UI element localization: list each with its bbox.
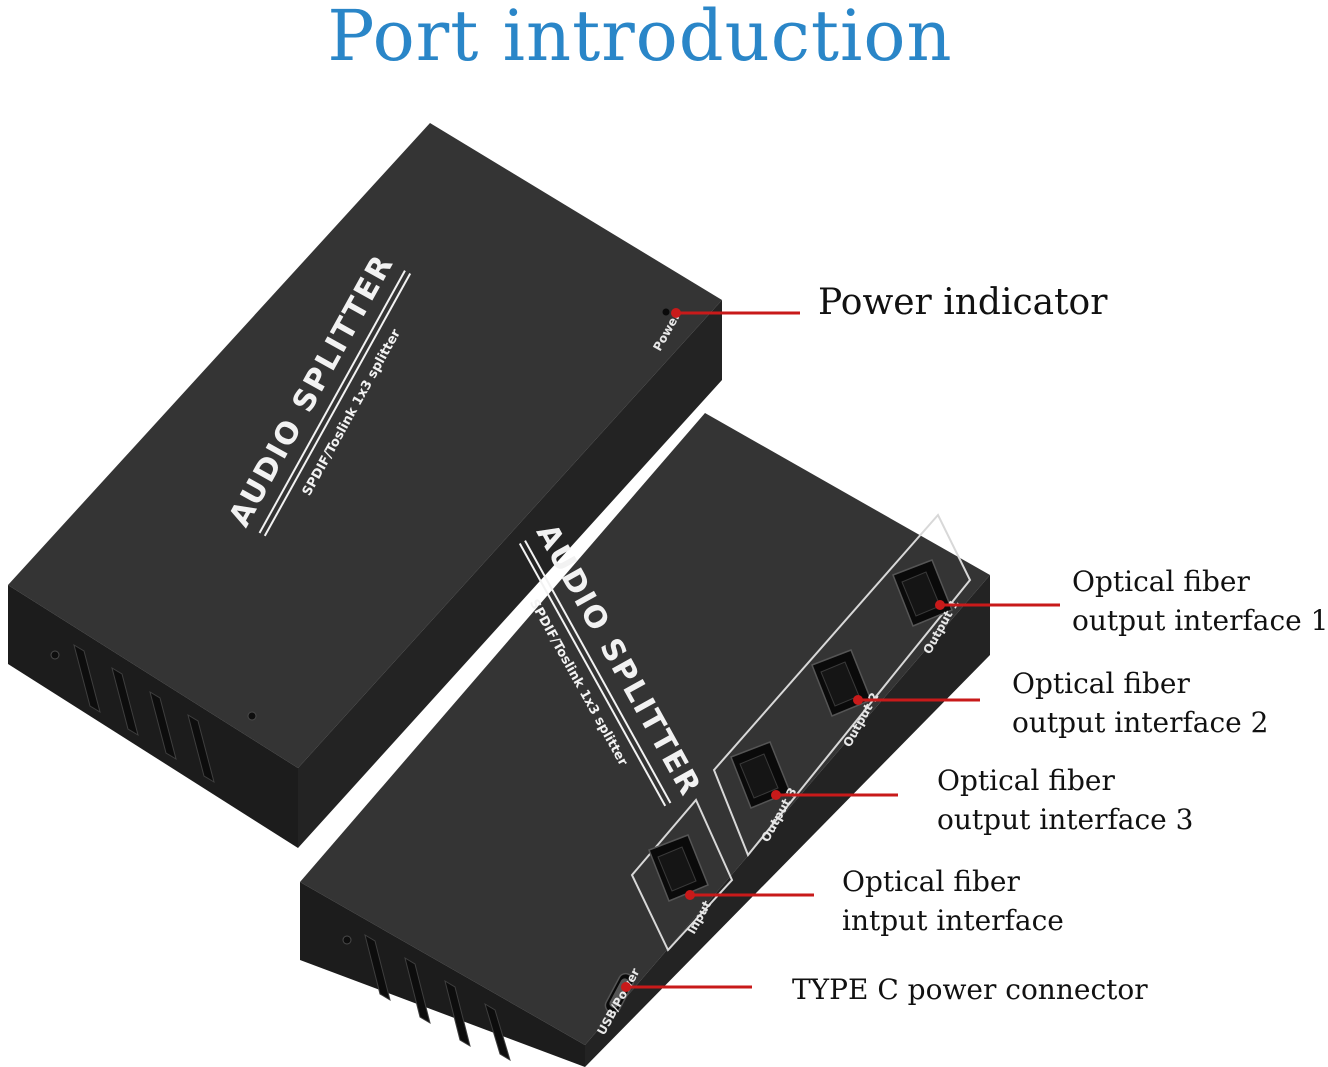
callout-output-1: Optical fiber output interface 1 bbox=[1072, 562, 1328, 640]
callout-output3-line-1: Optical fiber bbox=[937, 764, 1115, 797]
callout-output2-line-2: output interface 2 bbox=[1012, 706, 1269, 739]
bottom-device-screw bbox=[342, 935, 352, 945]
callout-input: Optical fiber intput interface bbox=[842, 862, 1064, 940]
leader-dot-power bbox=[671, 308, 681, 318]
optical-port-input bbox=[648, 834, 709, 902]
top-device-top-face bbox=[8, 123, 722, 768]
callout-output3-line-2: output interface 3 bbox=[937, 803, 1194, 836]
callout-input-line-1: Optical fiber bbox=[842, 865, 1020, 898]
callout-typec-line-1: TYPE C power connector bbox=[792, 973, 1148, 1006]
callout-input-line-2: intput interface bbox=[842, 904, 1064, 937]
leader-lines bbox=[621, 308, 1060, 992]
top-device-screw-right bbox=[247, 711, 257, 721]
callout-output2-line-1: Optical fiber bbox=[1012, 667, 1190, 700]
device-illustration: AUDIO SPLITTER SPDIF/Toslink 1x3 splitte… bbox=[8, 123, 1060, 1067]
bottom-splitter-device: AUDIO SPLITTER SPDIF/Toslink 1x3 splitte… bbox=[300, 413, 990, 1067]
optical-port-output-1 bbox=[892, 559, 953, 627]
bottom-device-top-face bbox=[300, 413, 990, 1045]
top-splitter-device: AUDIO SPLITTER SPDIF/Toslink 1x3 splitte… bbox=[8, 123, 722, 848]
page-title: Port introduction bbox=[327, 0, 953, 77]
callout-power-line-1: Power indicator bbox=[818, 282, 1108, 323]
leader-dot-output2 bbox=[853, 695, 863, 705]
callout-output1-line-2: output interface 1 bbox=[1072, 604, 1328, 637]
callout-output1-line-1: Optical fiber bbox=[1072, 565, 1250, 598]
top-device-screw-left bbox=[50, 650, 60, 660]
callout-output-2: Optical fiber output interface 2 bbox=[1012, 664, 1268, 742]
leader-dot-input bbox=[685, 890, 695, 900]
bottom-device-front-face bbox=[585, 575, 990, 1067]
top-device-vent-slots bbox=[73, 643, 215, 784]
input-frame bbox=[630, 798, 734, 952]
callout-typec: TYPE C power connector bbox=[792, 970, 1148, 1009]
power-led bbox=[662, 308, 670, 316]
leader-dot-output3 bbox=[771, 790, 781, 800]
leader-dot-output1 bbox=[935, 600, 945, 610]
callout-power-indicator: Power indicator bbox=[818, 282, 1107, 323]
outputs-frame bbox=[712, 513, 972, 857]
leader-dot-typec bbox=[621, 982, 631, 992]
top-device-side-face bbox=[298, 300, 722, 848]
bottom-device-end-face bbox=[300, 882, 585, 1067]
callout-output-3: Optical fiber output interface 3 bbox=[937, 761, 1193, 839]
bottom-device-vent-slots bbox=[364, 933, 511, 1062]
